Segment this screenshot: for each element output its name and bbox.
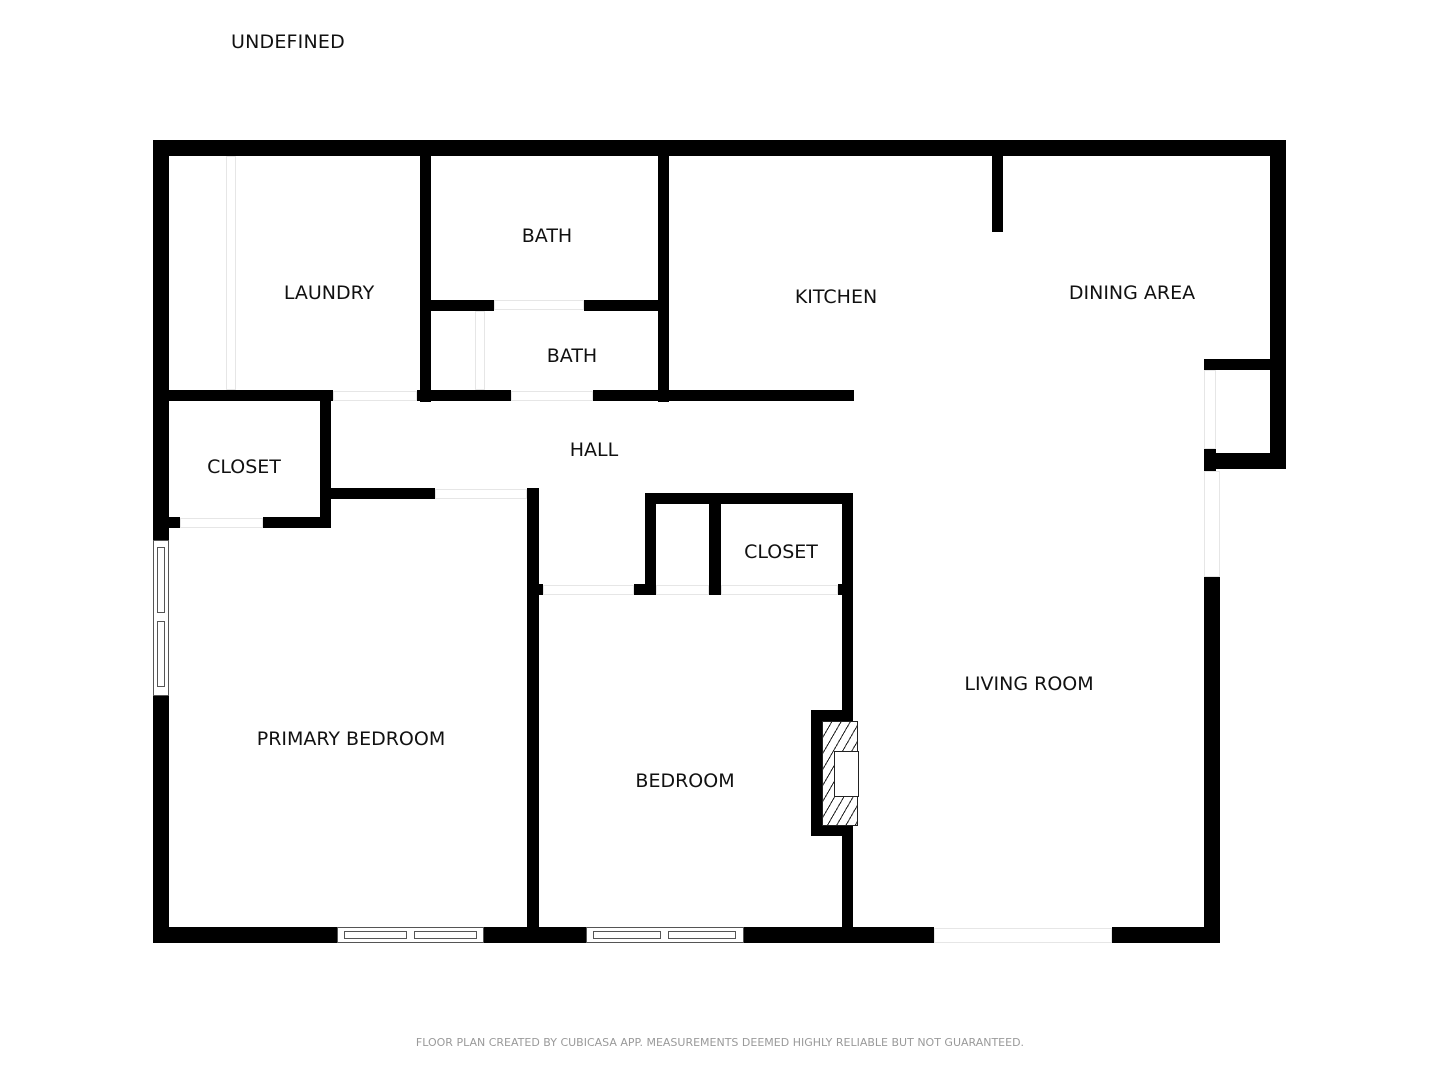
wall-hall-top-3: [593, 390, 854, 401]
door-bedroom: [543, 585, 634, 595]
window-pane: [668, 931, 736, 939]
wall-exterior-bottom-4: [1112, 927, 1220, 943]
wall-closet-bottom-right: [263, 517, 331, 528]
window-bedroom: [586, 927, 744, 943]
wall-bumpout-top: [1204, 359, 1274, 370]
wall-closet2-left-foot: [634, 584, 656, 595]
room-label-bedroom: BEDROOM: [635, 770, 735, 792]
room-label-hall: HALL: [569, 439, 619, 461]
room-label-closet-2: CLOSET: [744, 541, 818, 563]
door-closet2-small: [656, 585, 709, 595]
wall-bath-kitchen: [658, 140, 669, 402]
footer-disclaimer: FLOOR PLAN CREATED BY CUBICASA APP. MEAS…: [415, 1036, 1025, 1049]
wall-bath-divider-right: [584, 300, 664, 311]
wall-primary-top: [320, 488, 435, 499]
door-primary-bedroom: [435, 489, 527, 499]
wall-bumpout-bottom: [1204, 453, 1286, 469]
door-laundry-bifold: [226, 156, 236, 390]
wall-fireplace-back: [811, 710, 822, 836]
door-bath-closet: [475, 311, 485, 390]
room-label-bath: BATH: [521, 225, 573, 247]
wall-hall-top-2: [417, 390, 511, 401]
window-pane: [593, 931, 661, 939]
window-pane: [344, 931, 407, 939]
wall-exterior-left-lower: [153, 696, 169, 943]
window-pane: [157, 621, 165, 687]
door-side: [1204, 471, 1220, 577]
door-closet2: [721, 585, 838, 595]
wall-kitchen-dining-stub: [992, 140, 1003, 232]
wall-bedroom-top-stub: [527, 584, 543, 595]
wall-closet2-left: [645, 493, 656, 595]
door-bath-divider: [494, 300, 584, 310]
wall-closet-bottom-left: [153, 517, 180, 528]
room-label-kitchen: KITCHEN: [794, 286, 878, 308]
room-label-bath-2: BATH: [546, 345, 598, 367]
wall-exterior-left-upper: [153, 140, 169, 540]
room-label-primary-bedroom: PRIMARY BEDROOM: [256, 728, 446, 750]
wall-closet2-right-foot: [838, 584, 853, 595]
fireplace-icon: [822, 721, 859, 826]
door-bumpout: [1204, 370, 1216, 449]
door-bath-lower: [511, 391, 593, 401]
room-label-living-room: LIVING ROOM: [964, 673, 1094, 695]
room-label-dining-area: DINING AREA: [1068, 282, 1196, 304]
wall-fireplace-surround: [811, 710, 853, 721]
wall-laundry-bath: [420, 140, 431, 402]
wall-exterior-bottom-1: [153, 927, 337, 943]
wall-fireplace-bottom: [811, 825, 853, 836]
wall-hall-top-1: [153, 390, 333, 401]
door-laundry: [333, 391, 417, 401]
wall-exterior-right-lower: [1204, 577, 1220, 943]
wall-closet2-right: [842, 493, 853, 711]
room-label-laundry: LAUNDRY: [283, 282, 375, 304]
wall-closet-right: [320, 390, 331, 528]
wall-closet2-top: [645, 493, 853, 504]
room-label-closet: CLOSET: [207, 456, 281, 478]
window-pane: [157, 547, 165, 613]
window-pane: [414, 931, 477, 939]
window-primary-side: [153, 540, 169, 696]
wall-closet2-mid: [709, 493, 721, 595]
door-entry: [934, 928, 1112, 943]
plan-title: UNDEFINED: [231, 31, 345, 53]
door-closet-primary: [180, 518, 263, 528]
wall-primary-bedroom-right: [527, 488, 539, 943]
wall-exterior-bottom-3: [744, 927, 934, 943]
firebox: [834, 751, 859, 797]
wall-bedroom-living-lower: [842, 825, 853, 943]
wall-bath-divider-left: [420, 300, 494, 311]
wall-bumpout-stub: [1204, 449, 1216, 471]
wall-exterior-right-top: [1270, 140, 1286, 469]
window-primary-bedroom: [337, 927, 484, 943]
wall-exterior-top: [153, 140, 1286, 156]
